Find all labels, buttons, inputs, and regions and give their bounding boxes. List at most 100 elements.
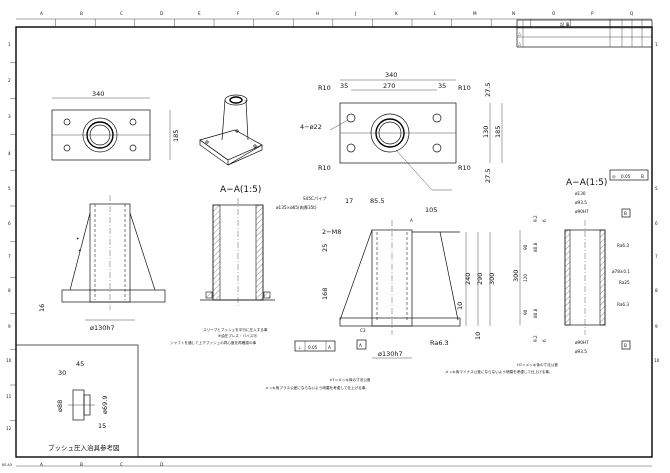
- perpendicularity-frame: ⊥ 0.05 A: [294, 340, 336, 352]
- radius-label: R10: [318, 164, 331, 172]
- radius-label: R10: [458, 84, 471, 92]
- jig-title: ブッシュ圧入治具参考図: [48, 443, 120, 452]
- roughness-label: Ra6.3: [617, 243, 629, 248]
- dim-90h7: ø90H7: [575, 209, 589, 214]
- tolerance-datum: A: [328, 345, 331, 350]
- dim-17: 17: [345, 197, 353, 205]
- runout-frame: ◎ 0.05 B: [609, 169, 649, 181]
- roughness-label: Ra25: [619, 280, 630, 285]
- dim-10: 10: [474, 332, 482, 340]
- dim-pitch-vertical: 130: [482, 126, 490, 138]
- dim-diameter: ø130h7: [378, 350, 403, 358]
- dim-90h7: ø90H7: [575, 340, 589, 345]
- revision-header: 記 事: [560, 21, 570, 28]
- col-label: M: [473, 11, 477, 16]
- row-label: 4: [8, 151, 11, 156]
- col-label: A: [40, 462, 43, 467]
- dim-300: 300: [512, 270, 520, 282]
- isometric-view: [199, 94, 263, 166]
- dim-height: 185: [172, 130, 180, 142]
- dim-width: 340: [92, 90, 104, 98]
- row-label: 12: [6, 426, 12, 431]
- main-front-section: S45Cパイプ ø135×ø65(肉厚35t) 17 85.5 105 2−M8…: [276, 196, 496, 359]
- dim-height: 185: [494, 126, 502, 138]
- row-label: 1: [655, 42, 658, 47]
- section-title: A−A(1:5): [220, 185, 261, 195]
- row-label: 5: [655, 186, 658, 191]
- revision-table: 記 事 △△: [516, 19, 653, 48]
- chamfer-label: C3: [360, 328, 366, 333]
- col-label: J: [354, 11, 356, 16]
- col-label: Q: [630, 11, 634, 16]
- drawing-frame: [10, 18, 653, 467]
- dim-93-5: ø93.5: [575, 349, 587, 354]
- row-label: 6: [655, 221, 658, 226]
- col-label: H: [316, 11, 319, 16]
- col-label: E: [198, 11, 201, 16]
- dim-168: 168: [321, 288, 329, 300]
- dim-9-2: 9.2: [533, 215, 538, 222]
- dim-edge-bottom: 27.5: [484, 169, 492, 183]
- note: h7＝メッキ後の寸法公差: [330, 377, 371, 382]
- radius-label: R10: [458, 164, 471, 172]
- row-label: 9: [655, 324, 658, 329]
- dim-overall: 340: [385, 71, 397, 79]
- dim-78: ø78±0.1: [612, 269, 630, 274]
- top-view: 340 185: [51, 90, 180, 161]
- runout-symbol: ◎: [612, 174, 616, 179]
- dim-edge-left: 35: [340, 82, 348, 90]
- row-label: 10: [6, 358, 12, 363]
- row-label: 2: [8, 78, 11, 83]
- jig-reference: 45 30 ø88 ø69.9 15 ブッシュ圧入治具参考図: [15, 344, 139, 458]
- dim-69-9: ø69.9: [101, 396, 109, 414]
- row-labels: 1 2 3 4 5 6 7 8 9 10 11 12 1 5 6 7 8 9 1…: [1, 42, 660, 467]
- tolerance-symbol: ⊥: [298, 345, 302, 350]
- col-label: B: [80, 462, 83, 467]
- col-label: G: [276, 11, 279, 16]
- section-mark: A: [410, 218, 413, 223]
- col-label: A: [40, 11, 43, 16]
- tolerance-value: 0.05: [308, 345, 318, 350]
- row-label: 9: [8, 324, 11, 329]
- col-label: N: [512, 11, 515, 16]
- row-label: 5: [8, 186, 11, 191]
- dim-9-2: 9.2: [533, 335, 538, 342]
- dim-edge-right: 35: [438, 82, 446, 90]
- roughness-label: Ra6.3: [617, 302, 629, 307]
- dim-15: 15: [98, 422, 106, 430]
- row-label: 8: [8, 288, 11, 293]
- dim-240: 240: [464, 273, 472, 285]
- note: シャフトを通して上下ブッシュの同心度を再確認の事: [170, 340, 257, 345]
- front-view: ø130h7 16 ✦✦: [38, 195, 166, 332]
- svg-text:△: △: [518, 41, 522, 46]
- row-label: 1: [8, 42, 11, 47]
- col-label: C: [120, 462, 123, 467]
- row-label: 7: [655, 254, 658, 259]
- col-label: D: [160, 11, 163, 16]
- datum-b: B: [624, 211, 627, 216]
- note: H7＝メッキ後の寸法公差: [517, 362, 558, 367]
- dim-130: ø130: [575, 191, 586, 196]
- tap-label: 2−M8: [322, 228, 341, 236]
- dim-25: 25: [321, 244, 329, 252]
- row-label: 11: [6, 394, 12, 399]
- dim-90: 90: [523, 244, 528, 250]
- dim-300: 300: [488, 273, 496, 285]
- radius-label: R10: [318, 84, 331, 92]
- col-label: L: [434, 11, 437, 16]
- dim-90: 90: [523, 309, 528, 315]
- plan-view: 340 270 35 35 R10 R10 R10 R10 4−ø22 27.5…: [300, 71, 503, 191]
- note: メッキ後プラス公差にならないよう研磨を考慮して仕上げる事。: [265, 385, 369, 390]
- material-label: S45Cパイプ: [303, 196, 327, 202]
- svg-text:✦: ✦: [76, 236, 80, 241]
- dim-120: 120: [523, 274, 528, 282]
- dim-85-5: 85.5: [370, 197, 384, 205]
- notes: スリーブとブッシュを平行に圧入する事 ※油圧プレス・バイス可 シャフトを通して上…: [170, 327, 558, 390]
- row-label: 10: [654, 358, 660, 363]
- dim-290: 290: [476, 273, 484, 285]
- datum-a: A: [359, 343, 362, 348]
- dim-6: 6: [542, 219, 547, 222]
- dim-93-5: ø93.5: [575, 200, 587, 205]
